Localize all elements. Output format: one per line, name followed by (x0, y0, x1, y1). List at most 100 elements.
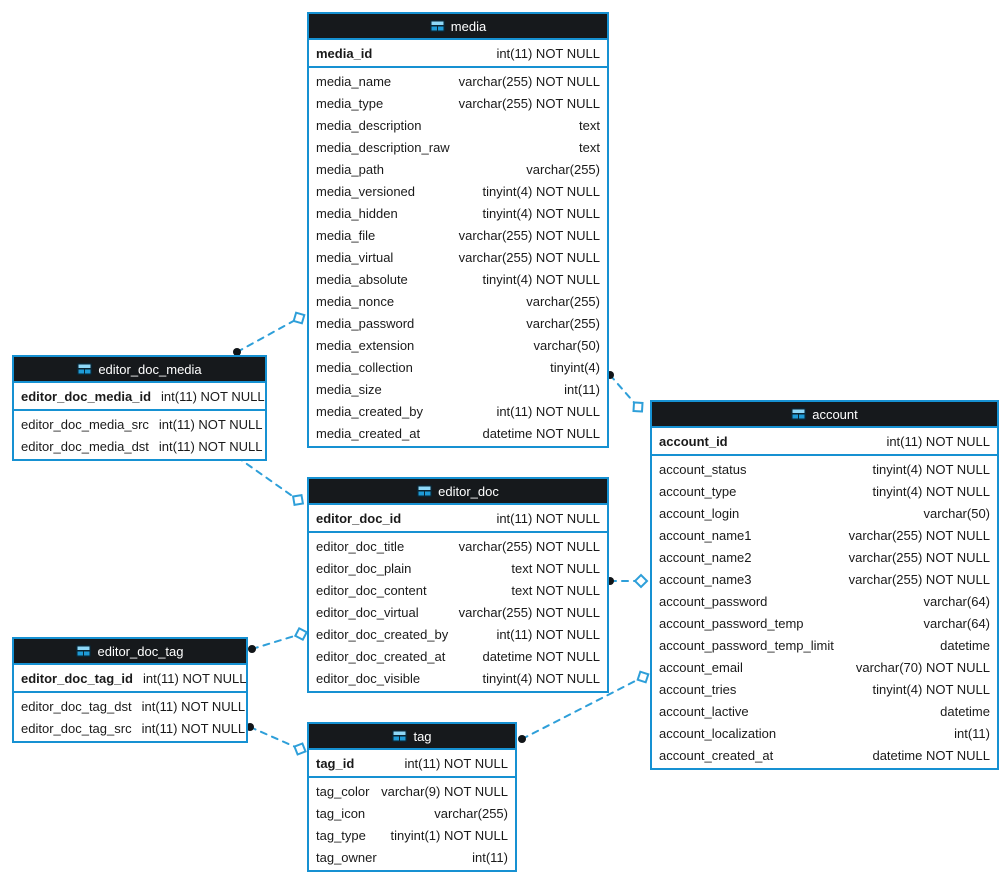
table-header[interactable]: editor_doc_tag (14, 639, 246, 665)
column-row[interactable]: account_password_temp varchar(64) (652, 612, 997, 634)
table-header[interactable]: account (652, 402, 997, 428)
column-name: account_password_temp_limit (659, 637, 834, 653)
column-row[interactable]: editor_doc_title varchar(255) NOT NULL (309, 535, 607, 557)
column-type: int(11) (564, 381, 600, 397)
relation-editor_doc_media-to-media[interactable] (233, 311, 306, 356)
column-type: varchar(255) NOT NULL (458, 249, 600, 265)
table-header[interactable]: tag (309, 724, 515, 750)
column-row[interactable]: account_status tinyint(4) NOT NULL (652, 458, 997, 480)
column-name: media_password (316, 315, 415, 331)
column-row[interactable]: media_password varchar(255) (309, 312, 607, 334)
column-row[interactable]: tag_icon varchar(255) (309, 802, 515, 824)
table-header[interactable]: media (309, 14, 607, 40)
column-row[interactable]: media_description_raw text (309, 136, 607, 158)
relation-editor_doc_tag-to-tag[interactable] (246, 723, 307, 756)
column-row[interactable]: account_localization int(11) (652, 722, 997, 744)
table-card-editor_doc_media[interactable]: editor_doc_media editor_doc_media_id int… (12, 355, 267, 461)
column-name: account_password_temp (659, 615, 804, 631)
table-header[interactable]: editor_doc_media (14, 357, 265, 383)
column-name: editor_doc_tag_id (21, 670, 133, 686)
column-row[interactable]: editor_doc_virtual varchar(255) NOT NULL (309, 601, 607, 623)
column-name: account_localization (659, 725, 777, 741)
column-type: tinyint(4) NOT NULL (482, 205, 600, 221)
relation-line[interactable] (251, 633, 302, 650)
column-name: media_description_raw (316, 139, 450, 155)
relation-diamond-endpoint (291, 493, 305, 507)
column-row[interactable]: account_login varchar(50) (652, 502, 997, 524)
relation-tag-to-account[interactable] (518, 670, 650, 743)
column-row[interactable]: tag_type tinyint(1) NOT NULL (309, 824, 515, 846)
column-row[interactable]: editor_doc_content text NOT NULL (309, 579, 607, 601)
table-card-tag[interactable]: tag tag_id int(11) NOT NULL tag_color va… (307, 722, 517, 872)
relation-line[interactable] (249, 726, 301, 750)
pk-section: editor_doc_id int(11) NOT NULL (309, 505, 607, 533)
table-card-account[interactable]: account account_id int(11) NOT NULL acco… (650, 400, 999, 770)
column-type: varchar(255) NOT NULL (458, 227, 600, 243)
column-row[interactable]: account_id int(11) NOT NULL (652, 430, 997, 452)
table-card-media[interactable]: media media_id int(11) NOT NULL media_na… (307, 12, 609, 448)
column-row[interactable]: editor_doc_media_id int(11) NOT NULL (14, 385, 265, 407)
column-row[interactable]: media_absolute tinyint(4) NOT NULL (309, 268, 607, 290)
column-row[interactable]: media_id int(11) NOT NULL (309, 42, 607, 64)
relation-media-to-account[interactable] (606, 371, 644, 413)
column-name: account_password (659, 593, 768, 609)
column-row[interactable]: media_extension varchar(50) (309, 334, 607, 356)
column-row[interactable]: media_hidden tinyint(4) NOT NULL (309, 202, 607, 224)
column-row[interactable]: account_tries tinyint(4) NOT NULL (652, 678, 997, 700)
column-row[interactable]: media_created_by int(11) NOT NULL (309, 400, 607, 422)
column-row[interactable]: editor_doc_visible tinyint(4) NOT NULL (309, 667, 607, 689)
column-row[interactable]: tag_color varchar(9) NOT NULL (309, 780, 515, 802)
column-row[interactable]: account_name1 varchar(255) NOT NULL (652, 524, 997, 546)
column-row[interactable]: editor_doc_tag_id int(11) NOT NULL (14, 667, 247, 689)
column-name: editor_doc_media_src (21, 416, 149, 432)
column-row[interactable]: media_name varchar(255) NOT NULL (309, 70, 607, 92)
column-row[interactable]: account_password varchar(64) (652, 590, 997, 612)
column-row[interactable]: account_password_temp_limit datetime (652, 634, 997, 656)
column-row[interactable]: media_versioned tinyint(4) NOT NULL (309, 180, 607, 202)
column-row[interactable]: media_description text (309, 114, 607, 136)
column-row[interactable]: editor_doc_media_src int(11) NOT NULL (14, 413, 265, 435)
column-row[interactable]: media_size int(11) (309, 378, 607, 400)
column-row[interactable]: editor_doc_plain text NOT NULL (309, 557, 607, 579)
column-row[interactable]: account_created_at datetime NOT NULL (652, 744, 997, 766)
column-row[interactable]: editor_doc_created_at datetime NOT NULL (309, 645, 607, 667)
column-row[interactable]: account_lactive datetime (652, 700, 997, 722)
column-row[interactable]: editor_doc_media_dst int(11) NOT NULL (14, 435, 265, 457)
column-row[interactable]: editor_doc_created_by int(11) NOT NULL (309, 623, 607, 645)
column-row[interactable]: editor_doc_id int(11) NOT NULL (309, 507, 607, 529)
relation-line[interactable] (521, 676, 644, 740)
table-card-editor_doc[interactable]: editor_doc editor_doc_id int(11) NOT NUL… (307, 477, 609, 693)
column-name: account_lactive (659, 703, 749, 719)
table-header[interactable]: editor_doc (309, 479, 607, 505)
column-row[interactable]: account_name3 varchar(255) NOT NULL (652, 568, 997, 590)
relation-line[interactable] (236, 456, 299, 501)
relation-editor_doc-to-account[interactable] (606, 573, 649, 589)
column-row[interactable]: account_email varchar(70) NOT NULL (652, 656, 997, 678)
column-row[interactable]: media_virtual varchar(255) NOT NULL (309, 246, 607, 268)
table-card-editor_doc_tag[interactable]: editor_doc_tag editor_doc_tag_id int(11)… (12, 637, 248, 743)
column-row[interactable]: media_path varchar(255) (309, 158, 607, 180)
column-row[interactable]: media_file varchar(255) NOT NULL (309, 224, 607, 246)
column-row[interactable]: tag_id int(11) NOT NULL (309, 752, 515, 774)
column-row[interactable]: media_created_at datetime NOT NULL (309, 422, 607, 444)
column-section: editor_doc_media_src int(11) NOT NULL ed… (14, 411, 265, 459)
column-row[interactable]: account_name2 varchar(255) NOT NULL (652, 546, 997, 568)
column-row[interactable]: media_collection tinyint(4) (309, 356, 607, 378)
column-type: int(11) NOT NULL (142, 670, 247, 686)
pk-section: account_id int(11) NOT NULL (652, 428, 997, 456)
column-row[interactable]: editor_doc_tag_dst int(11) NOT NULL (14, 695, 246, 717)
relation-line[interactable] (236, 317, 300, 353)
table-title: editor_doc (438, 483, 499, 499)
column-row[interactable]: editor_doc_tag_src int(11) NOT NULL (14, 717, 246, 739)
column-name: editor_doc_visible (316, 670, 421, 686)
column-type: tinyint(4) (550, 359, 600, 375)
relation-editor_doc_tag-to-editor_doc[interactable] (248, 626, 309, 653)
table-icon (429, 20, 445, 32)
column-type: int(11) NOT NULL (158, 438, 263, 454)
table-icon (417, 485, 433, 497)
relation-diamond-endpoint (293, 742, 307, 756)
column-row[interactable]: account_type tinyint(4) NOT NULL (652, 480, 997, 502)
column-row[interactable]: media_nonce varchar(255) (309, 290, 607, 312)
column-row[interactable]: media_type varchar(255) NOT NULL (309, 92, 607, 114)
column-row[interactable]: tag_owner int(11) (309, 846, 515, 868)
